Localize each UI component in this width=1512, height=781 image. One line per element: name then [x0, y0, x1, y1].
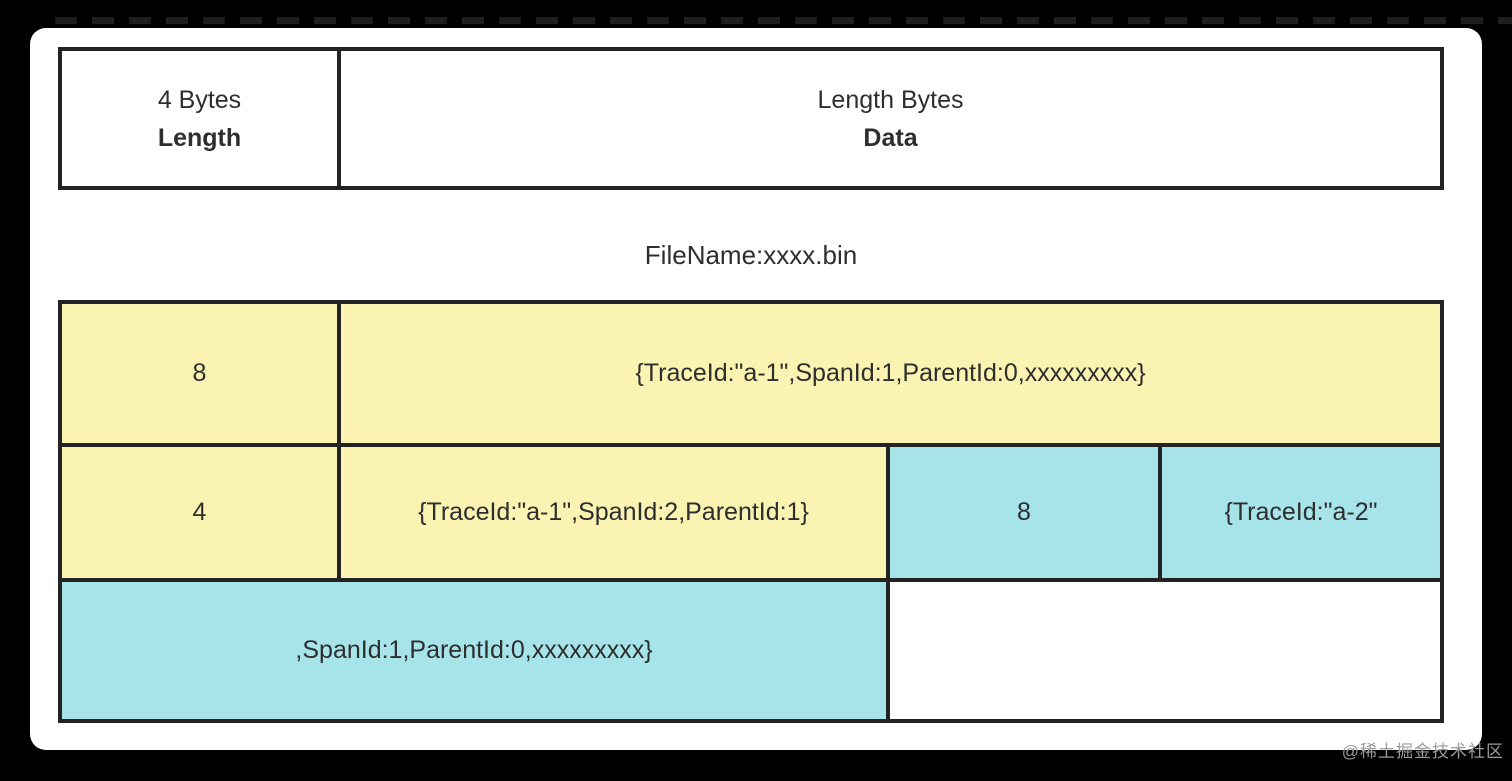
empty-cell	[890, 582, 1440, 719]
table-row: ,SpanId:1,ParentId:0,xxxxxxxxx}	[62, 578, 1440, 719]
table-row: 4 {TraceId:"a-1",SpanId:2,ParentId:1} 8 …	[62, 443, 1440, 578]
record3-length-cell: 8	[890, 447, 1162, 578]
record3-data-start-cell: {TraceId:"a-2"	[1162, 447, 1440, 578]
header-data-box: Length Bytes Data	[341, 51, 1440, 186]
record2-data-cell: {TraceId:"a-1",SpanId:2,ParentId:1}	[341, 447, 890, 578]
record1-length-cell: 8	[62, 304, 341, 443]
watermark-text: @稀土掘金技术社区	[1341, 742, 1504, 761]
data-field-label: Data	[863, 123, 918, 152]
record1-data-cell: {TraceId:"a-1",SpanId:1,ParentId:0,xxxxx…	[341, 304, 1440, 443]
header-length-box: 4 Bytes Length	[62, 51, 341, 186]
record-format-header: 4 Bytes Length Length Bytes Data	[58, 47, 1444, 190]
table-row: 8 {TraceId:"a-1",SpanId:1,ParentId:0,xxx…	[62, 304, 1440, 443]
length-bytes-label: 4 Bytes	[157, 85, 242, 114]
filename-label: FileName:xxxx.bin	[644, 240, 858, 270]
top-dashed-line	[55, 17, 1512, 24]
diagram-canvas: 4 Bytes Length Length Bytes Data FileNam…	[30, 28, 1482, 750]
file-layout-table: 8 {TraceId:"a-1",SpanId:1,ParentId:0,xxx…	[58, 300, 1444, 723]
length-field-label: Length	[157, 123, 242, 152]
data-bytes-label: Length Bytes	[817, 85, 964, 114]
record3-data-continuation-cell: ,SpanId:1,ParentId:0,xxxxxxxxx}	[62, 582, 890, 719]
record2-length-cell: 4	[62, 447, 341, 578]
